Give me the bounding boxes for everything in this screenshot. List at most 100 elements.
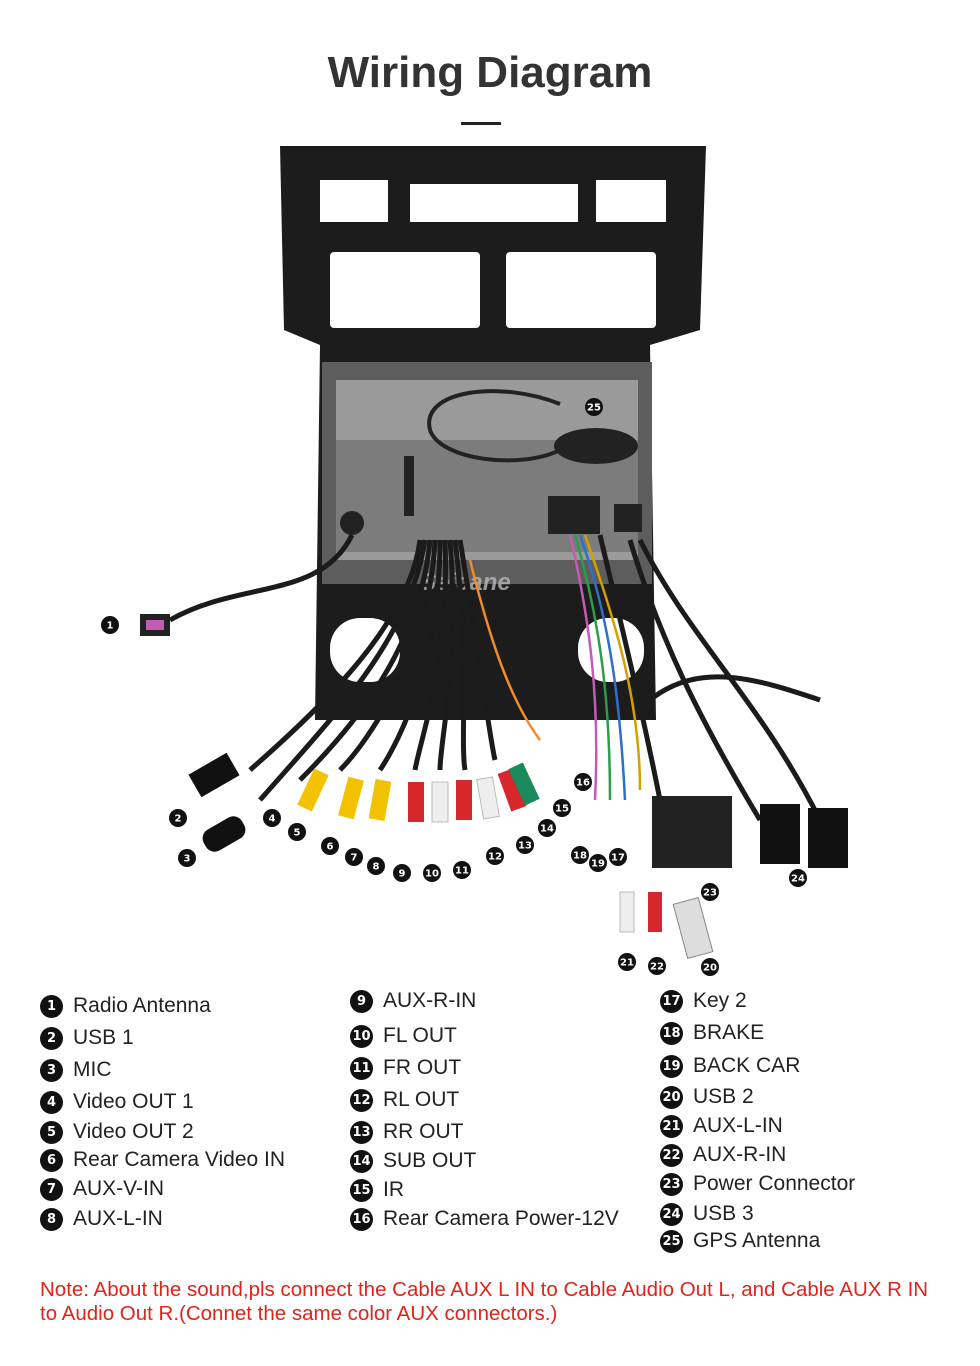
callout-20: 20 [701, 958, 719, 976]
legend-item: 6 Rear Camera Video IN [40, 1148, 285, 1172]
legend-label: Rear Camera Power-12V [383, 1207, 619, 1230]
legend-number: 3 [40, 1058, 63, 1082]
usb3-connector-b [808, 808, 848, 868]
callout-label: 6 [327, 842, 334, 853]
callout-3: 3 [178, 849, 196, 867]
legend-item: 16 Rear Camera Power-12V [350, 1207, 619, 1231]
legend-number: 12 [350, 1088, 373, 1112]
callout-label: 17 [611, 853, 625, 864]
callout-13: 13 [516, 836, 534, 854]
callout-12: 12 [486, 847, 504, 865]
legend-label: Rear Camera Video IN [73, 1148, 286, 1171]
callout-label: 19 [591, 859, 605, 870]
legend-item: 11 FR OUT [350, 1056, 461, 1080]
callout-label: 7 [351, 853, 358, 864]
legend-label: USB 2 [693, 1085, 754, 1108]
legend-item: 12 RL OUT [350, 1088, 459, 1112]
legend-item: 3 MIC [40, 1058, 112, 1082]
usb1-connector [188, 752, 240, 798]
callout-label: 21 [620, 958, 634, 969]
legend-label: Key 2 [693, 989, 747, 1012]
rca-connectors [297, 762, 662, 933]
legend-number: 15 [350, 1178, 373, 1202]
legend-label: Video OUT 1 [73, 1090, 194, 1113]
legend-label: AUX-L-IN [693, 1114, 783, 1137]
page-title: Wiring Diagram [327, 48, 653, 97]
callout-24: 24 [789, 869, 807, 887]
legend-label: RL OUT [383, 1088, 460, 1111]
callout-23: 23 [701, 883, 719, 901]
usb3-connector-a [760, 804, 800, 864]
legend-number: 22 [660, 1143, 683, 1167]
legend-number: 18 [660, 1021, 683, 1045]
usb2-connector [672, 896, 714, 960]
callout-label: 18 [573, 851, 587, 862]
legend-label: AUX-V-IN [73, 1177, 165, 1200]
callout-8: 8 [367, 857, 385, 875]
callout-label: 16 [576, 778, 590, 789]
callout-label: 20 [703, 963, 717, 974]
legend-number: 20 [660, 1085, 683, 1109]
callout-19: 19 [589, 854, 607, 872]
callout-label: 10 [425, 869, 439, 880]
legend-number: 4 [40, 1090, 63, 1114]
legend-number: 21 [660, 1114, 683, 1138]
legend-label: AUX-R-IN [383, 989, 477, 1012]
legend-item: 13 RR OUT [350, 1120, 464, 1144]
legend-number: 13 [350, 1120, 373, 1144]
callout-10: 10 [423, 864, 441, 882]
callout-label: 22 [650, 962, 664, 973]
callout-label: 24 [791, 874, 805, 885]
legend-label: AUX-R-IN [693, 1143, 787, 1166]
legend-number: 1 [40, 994, 63, 1018]
callout-label: 15 [555, 804, 569, 815]
power-connector [652, 796, 732, 868]
callout-label: 3 [184, 854, 191, 865]
callout-2: 2 [169, 809, 187, 827]
callout-21: 21 [618, 953, 636, 971]
callout-label: 11 [455, 866, 469, 877]
callout-label: 14 [540, 824, 554, 835]
callout-16: 16 [574, 773, 592, 791]
callout-14: 14 [538, 819, 556, 837]
legend-label: GPS Antenna [693, 1229, 821, 1252]
legend-number: 24 [660, 1202, 683, 1226]
callout-9: 9 [393, 864, 411, 882]
legend-number: 6 [40, 1148, 63, 1172]
legend-item: 4 Video OUT 1 [40, 1090, 194, 1114]
legend-label: Radio Antenna [73, 994, 211, 1017]
wiring-diagram-illustration: Seicane [101, 146, 848, 976]
legend-number: 11 [350, 1056, 373, 1080]
legend-label: FL OUT [383, 1024, 457, 1047]
legend-label: MIC [73, 1058, 112, 1081]
callout-label: 8 [373, 862, 380, 873]
callout-label: 2 [175, 814, 182, 825]
legend-label: IR [383, 1178, 404, 1201]
title-underline [461, 122, 501, 125]
legend-label: FR OUT [383, 1056, 462, 1079]
legend-label: RR OUT [383, 1120, 464, 1143]
callout-label: 5 [294, 828, 301, 839]
callout-label: 12 [488, 852, 502, 863]
gps-antenna-puck [554, 428, 638, 464]
callout-label: 25 [587, 403, 601, 414]
callout-label: 13 [518, 841, 532, 852]
legend-item: 15 IR [350, 1178, 404, 1202]
callout-label: 9 [399, 869, 406, 880]
legend-number: 19 [660, 1054, 683, 1078]
legend-label: BRAKE [693, 1021, 765, 1044]
callout-11: 11 [453, 861, 471, 879]
legend-label: USB 1 [73, 1026, 134, 1049]
legend-label: Power Connector [693, 1172, 856, 1195]
callout-1: 1 [101, 616, 119, 634]
legend-number: 16 [350, 1207, 373, 1231]
